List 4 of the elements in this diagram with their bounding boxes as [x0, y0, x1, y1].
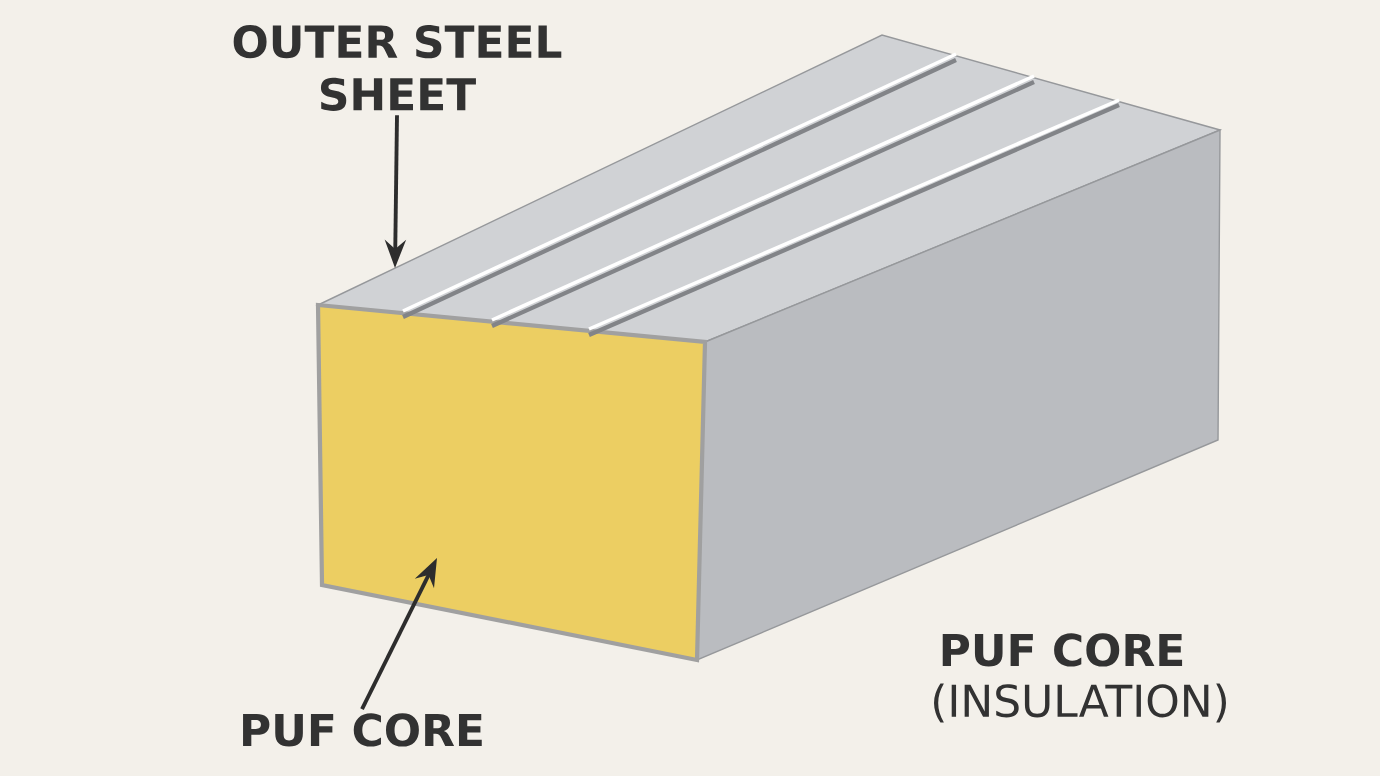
- callout-label: PUF CORE: [243, 713, 482, 747]
- caption-text: PUF CORE: [942, 633, 1183, 667]
- caption-text: (INSULATION): [934, 683, 1226, 723]
- callout-label: OUTER STEEL SHEET: [233, 25, 562, 111]
